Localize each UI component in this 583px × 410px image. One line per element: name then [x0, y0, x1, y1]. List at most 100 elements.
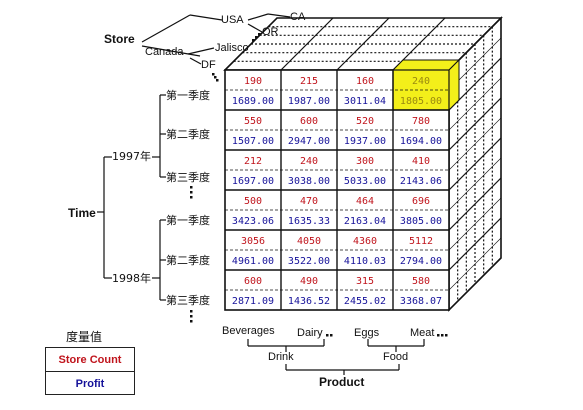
cell-store-count: 500 — [244, 196, 262, 207]
cell-store-count: 520 — [356, 116, 374, 127]
ellipsis-dot — [330, 334, 333, 337]
right-row-line — [448, 77, 502, 131]
cell-profit: 1694.00 — [400, 136, 442, 147]
store-tree-line — [189, 57, 202, 65]
store-jalisco: Jalisco — [215, 42, 249, 54]
product-drink: Drink — [268, 351, 294, 363]
cell-profit: 1507.00 — [232, 136, 274, 147]
cell-store-count: 490 — [300, 276, 318, 287]
cell-profit: 3805.00 — [400, 216, 442, 227]
cell-profit: 3368.07 — [400, 296, 442, 307]
cell-store-count: 160 — [356, 76, 374, 87]
store-tree-line — [187, 47, 215, 55]
cell-profit: 5033.00 — [344, 176, 386, 187]
cell-profit: 1697.00 — [232, 176, 274, 187]
cell-store-count: 240 — [300, 156, 318, 167]
cell-profit: 3522.00 — [288, 256, 330, 267]
cell-store-count: 4050 — [297, 236, 321, 247]
ellipsis-dot — [326, 334, 329, 337]
cell-store-count: 315 — [356, 276, 374, 287]
cell-profit: 1635.33 — [288, 216, 330, 227]
ellipsis-dot — [255, 36, 258, 39]
right-row-line — [448, 117, 502, 171]
store-ca: CA — [290, 11, 306, 23]
right-row-line — [448, 237, 502, 291]
cell-store-count: 780 — [412, 116, 430, 127]
cell-profit: 1689.00 — [232, 96, 274, 107]
cell-profit: 4961.00 — [232, 256, 274, 267]
quarter-1997-q2: 第二季度 — [166, 128, 210, 141]
cell-store-count: 212 — [244, 156, 262, 167]
legend-profit: Profit — [75, 377, 105, 390]
quarter-1997-q1: 第一季度 — [166, 89, 210, 102]
store-tree-line — [141, 14, 191, 43]
store-tree-line — [141, 45, 201, 57]
cell-profit: 2455.02 — [344, 296, 386, 307]
ellipsis-dot — [252, 39, 255, 42]
product-beverages: Beverages — [222, 325, 275, 337]
cell-store-count: 580 — [412, 276, 430, 287]
ellipsis-dot — [214, 76, 217, 79]
cell-profit: 2143.06 — [400, 176, 442, 187]
quarter-1998-q3: 第三季度 — [166, 294, 210, 307]
store-tree-line — [247, 23, 263, 33]
cell-store-count: 300 — [356, 156, 374, 167]
cell-store-count: 3056 — [241, 236, 265, 247]
store-usa: USA — [221, 14, 244, 26]
year-1997: 1997年 — [112, 150, 151, 163]
quarter-1997-q3: 第三季度 — [166, 171, 210, 184]
cell-profit: 1805.00 — [400, 96, 442, 107]
time-title: Time — [68, 206, 96, 220]
cell-store-count: 600 — [244, 276, 262, 287]
cell-profit: 3038.00 — [288, 176, 330, 187]
cell-store-count: 4360 — [353, 236, 377, 247]
store-tree-line — [247, 13, 269, 21]
ellipsis-dot — [212, 73, 215, 76]
ellipsis-dot — [441, 334, 444, 337]
right-row-line — [448, 217, 502, 271]
ellipsis-dot — [190, 310, 193, 313]
cell-profit: 1937.00 — [344, 136, 386, 147]
ellipsis-dot — [190, 191, 193, 194]
ellipsis-dot — [258, 33, 261, 36]
right-row-line — [448, 97, 502, 151]
cell-profit: 4110.03 — [344, 256, 386, 267]
ellipsis-dot — [437, 334, 440, 337]
product-eggs: Eggs — [354, 327, 380, 339]
right-row-line — [448, 137, 502, 191]
ellipsis-dot — [445, 334, 448, 337]
cell-profit: 1436.52 — [288, 296, 330, 307]
ellipsis-dot — [190, 315, 193, 318]
measure-legend: Store Count Profit — [45, 347, 135, 395]
product-meat: Meat — [410, 327, 435, 339]
right-row-line — [448, 157, 502, 211]
cell-store-count: 240 — [412, 76, 430, 87]
right-row-line — [448, 177, 502, 231]
cell-profit: 2163.04 — [344, 216, 386, 227]
quarter-1998-q1: 第一季度 — [166, 214, 210, 227]
cell-store-count: 190 — [244, 76, 262, 87]
cell-store-count: 5112 — [409, 236, 433, 247]
legend-title: 度量值 — [66, 330, 103, 344]
legend-store-count: Store Count — [46, 348, 134, 372]
cell-profit: 3011.04 — [344, 96, 386, 107]
cell-profit: 3423.06 — [232, 216, 274, 227]
product-food: Food — [383, 351, 409, 363]
store-canada: Canada — [145, 46, 184, 58]
cell-store-count: 600 — [300, 116, 318, 127]
cell-store-count: 410 — [412, 156, 430, 167]
product-dairy: Dairy — [297, 327, 323, 339]
product-title: Product — [319, 375, 365, 389]
store-tree-line — [189, 14, 223, 21]
year-1998: 1998年 — [112, 272, 151, 285]
cell-store-count: 464 — [356, 196, 374, 207]
ellipsis-dot — [190, 196, 193, 199]
ellipsis-dot — [190, 186, 193, 189]
quarter-1998-q2: 第二季度 — [166, 254, 210, 267]
ellipsis-dot — [216, 79, 219, 82]
highlight-top — [391, 59, 461, 71]
cell-profit: 2794.00 — [400, 256, 442, 267]
store-or: OR — [262, 26, 279, 38]
